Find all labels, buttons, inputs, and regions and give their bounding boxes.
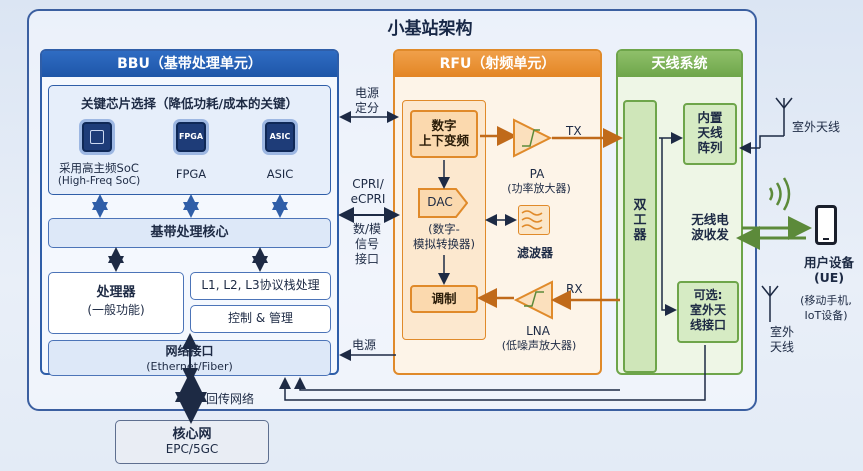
core-network-label: 核心网	[172, 427, 212, 442]
duplexer-return-line	[294, 377, 620, 391]
dac-box: DAC	[418, 188, 469, 218]
pa-amplifier-icon	[513, 118, 553, 158]
builtin-antenna-array-box: 内置 天线 阵列	[683, 103, 737, 165]
dac-sublabel: (数字- 模拟转换器)	[413, 222, 475, 251]
soc-chip-sublabel: (High-Freq SoC)	[57, 175, 141, 187]
filter-label: 滤波器	[516, 246, 553, 260]
soc-chip-icon	[82, 122, 112, 152]
lna-amplifier-icon	[513, 280, 553, 320]
signal-waves-icon	[768, 177, 791, 211]
protocol-stack-box: L1, L2, L3协议栈处理	[190, 272, 331, 300]
asic-chip-label: ASIC	[266, 167, 294, 181]
dac-label: DAC	[427, 195, 453, 209]
processor-label: 处理器	[96, 285, 136, 300]
pa-sublabel: (功率放大器)	[507, 182, 571, 195]
ue-label: 用户设备 (UE)	[803, 255, 854, 285]
chip-core-arrows	[92, 194, 288, 218]
chip-selection-title: 关键芯片选择（降低功耗/成本的关键）	[80, 96, 299, 111]
core-network-sublabel: EPC/5GC	[165, 442, 219, 456]
core-network-box: 核心网 EPC/5GC	[115, 420, 269, 464]
fpga-chip-icon: FPGA	[176, 122, 206, 152]
duplexer-box: 双 工 器	[623, 100, 657, 373]
lna-label: LNA	[526, 324, 550, 338]
dac-shape	[418, 188, 469, 218]
digital-converter-box: 数字 上下变频	[410, 110, 478, 158]
filter-waves-icon	[521, 210, 543, 230]
outdoor-antenna-top-label: 室外天线	[792, 120, 841, 134]
outdoor-return-line	[279, 345, 706, 401]
fpga-chip-label: FPGA	[175, 167, 207, 181]
duplexer-optional-arrow	[661, 138, 677, 316]
processor-sublabel: (一般功能)	[87, 303, 145, 317]
processor-box: 处理器 (一般功能)	[48, 272, 184, 334]
lna-sublabel: (低噪声放大器)	[501, 339, 577, 352]
digital-analog-interface-label: 数/模 信号 接口	[352, 222, 382, 266]
outdoor-antenna-top-icon	[759, 97, 793, 148]
asic-chip-icon: ASIC	[265, 122, 295, 152]
power-label: 电源	[352, 338, 377, 352]
outdoor-antenna-bottom-label: 室外 天线	[769, 325, 794, 354]
soc-chip-label: 采用高主频SoC	[59, 161, 139, 175]
core-sub-arrows	[108, 247, 268, 272]
filter-icon	[518, 205, 550, 235]
outdoor-antenna-bottom-icon	[761, 285, 779, 322]
bbu-header: BBU（基带处理单元）	[42, 51, 337, 77]
pa-label: PA	[529, 167, 545, 181]
phone-icon	[815, 205, 837, 245]
control-management-box: 控制 & 管理	[190, 305, 331, 333]
wireless-transceive-label: 无线电 波收发	[691, 212, 729, 242]
backhaul-label: 回传网络	[206, 392, 255, 406]
ue-sublabel: (移动手机, IoT设备)	[800, 294, 852, 322]
diagram-title: 小基站架构	[387, 19, 473, 39]
antenna-system-header: 天线系统	[618, 51, 741, 77]
rfu-header: RFU（射频单元）	[395, 51, 600, 77]
baseband-core-box: 基带处理核心	[48, 218, 331, 248]
cpri-label: CPRI/ eCPRI	[350, 177, 386, 206]
tx-label: TX	[566, 124, 582, 138]
optional-outdoor-antenna-box: 可选: 室外天 线接口	[677, 281, 739, 343]
